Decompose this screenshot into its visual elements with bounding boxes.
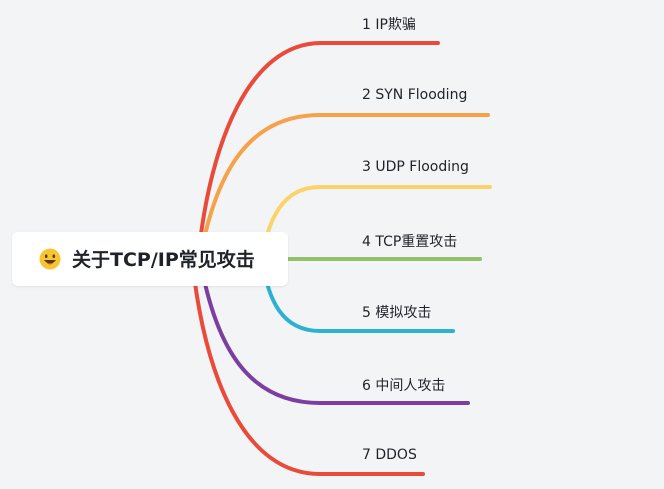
branch-label-6[interactable]: 6 中间人攻击 [362,378,446,394]
branch-label-5[interactable]: 5 模拟攻击 [362,305,432,321]
branch-label-2[interactable]: 2 SYN Flooding [362,87,468,103]
branch-label-4[interactable]: 4 TCP重置攻击 [362,234,458,250]
branch-line-1 [196,41,440,261]
branch-label-7[interactable]: 7 DDOS [362,447,417,463]
grinning-face-icon [39,248,61,270]
branch-label-3[interactable]: 3 UDP Flooding [362,159,469,175]
central-topic-title: 关于TCP/IP常见攻击 [72,249,255,271]
central-topic[interactable]: 关于TCP/IP常见攻击 [12,232,288,286]
branch-line-6 [198,257,470,405]
branch-line-7 [190,257,425,476]
branch-line-2 [198,113,490,261]
branch-label-1[interactable]: 1 IP欺骗 [362,17,416,33]
